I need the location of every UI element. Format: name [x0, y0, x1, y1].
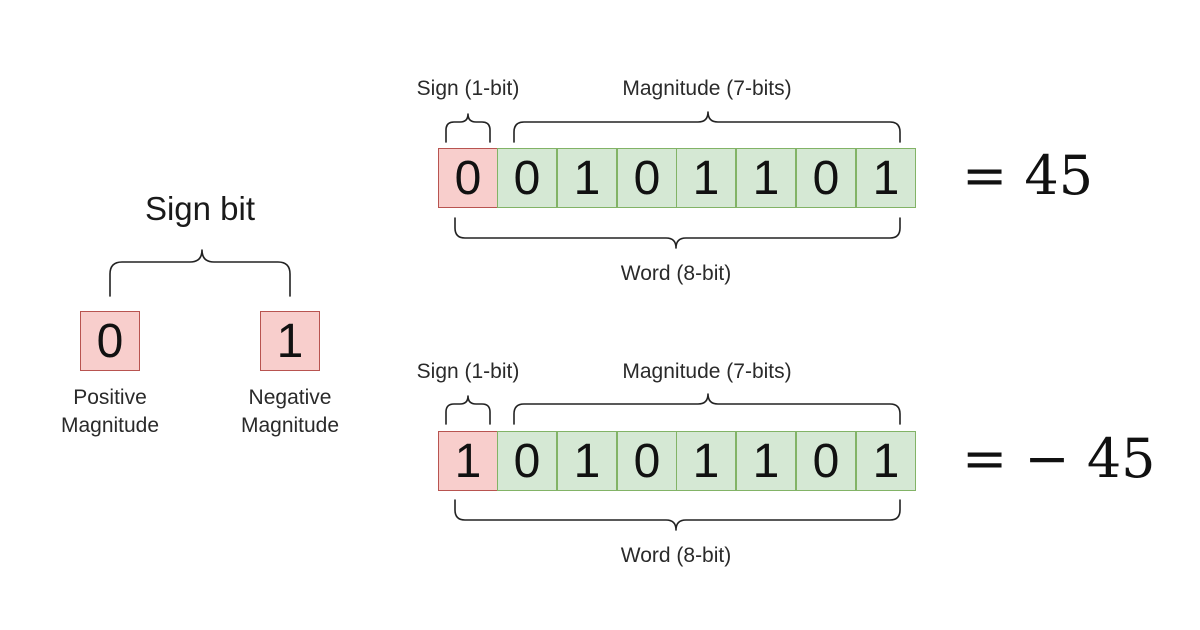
legend-bit-positive: 0 — [80, 311, 140, 371]
sign-label-1: Sign (1-bit) — [416, 77, 520, 100]
bit-cell: 1 — [557, 148, 617, 208]
sign-label-2: Sign (1-bit) — [416, 360, 520, 383]
bit-cell: 0 — [617, 148, 677, 208]
magnitude-brace-2 — [513, 393, 901, 425]
word-brace-2 — [454, 499, 901, 531]
bit-cell: 1 — [676, 431, 736, 491]
legend-bit-negative: 1 — [260, 311, 320, 371]
bit-cell: 1 — [557, 431, 617, 491]
bit-cell: 0 — [497, 431, 557, 491]
legend-caption-positive-line2: Magnitude — [60, 414, 160, 437]
bit-cell: 1 — [736, 431, 796, 491]
sign-brace-1 — [445, 113, 491, 143]
word-label-2: Word (8-bit) — [620, 544, 732, 567]
bit-cell: 1 — [736, 148, 796, 208]
bit-cell: 0 — [497, 148, 557, 208]
magnitude-label-2: Magnitude (7-bits) — [622, 360, 792, 383]
bit-row-1: 0 0 1 0 1 1 0 1 — [438, 148, 916, 208]
bit-cell: 1 — [676, 148, 736, 208]
bit-cell: 0 — [438, 148, 498, 208]
legend-caption-negative: Negative Magnitude — [241, 384, 339, 440]
word-brace-1 — [454, 217, 901, 249]
sign-brace-2 — [445, 395, 491, 425]
bit-cell: 1 — [438, 431, 498, 491]
legend-caption-positive-line1: Positive — [73, 386, 147, 409]
legend-caption-negative-line1: Negative — [248, 386, 332, 409]
bit-cell: 0 — [796, 148, 856, 208]
equation-1: = 45 — [962, 144, 1094, 207]
bit-row-2: 1 0 1 0 1 1 0 1 — [438, 431, 916, 491]
bit-cell: 0 — [617, 431, 677, 491]
sign-bit-brace — [109, 249, 291, 297]
magnitude-label-1: Magnitude (7-bits) — [622, 77, 792, 100]
word-label-1: Word (8-bit) — [620, 262, 732, 285]
legend-title: Sign bit — [144, 190, 256, 227]
equation-2: = − 45 — [962, 427, 1156, 490]
legend-caption-positive: Positive Magnitude — [61, 384, 159, 440]
magnitude-brace-1 — [513, 111, 901, 143]
legend-caption-negative-line2: Magnitude — [240, 414, 340, 437]
bit-cell: 0 — [796, 431, 856, 491]
bit-cell: 1 — [856, 431, 916, 491]
bit-cell: 1 — [856, 148, 916, 208]
